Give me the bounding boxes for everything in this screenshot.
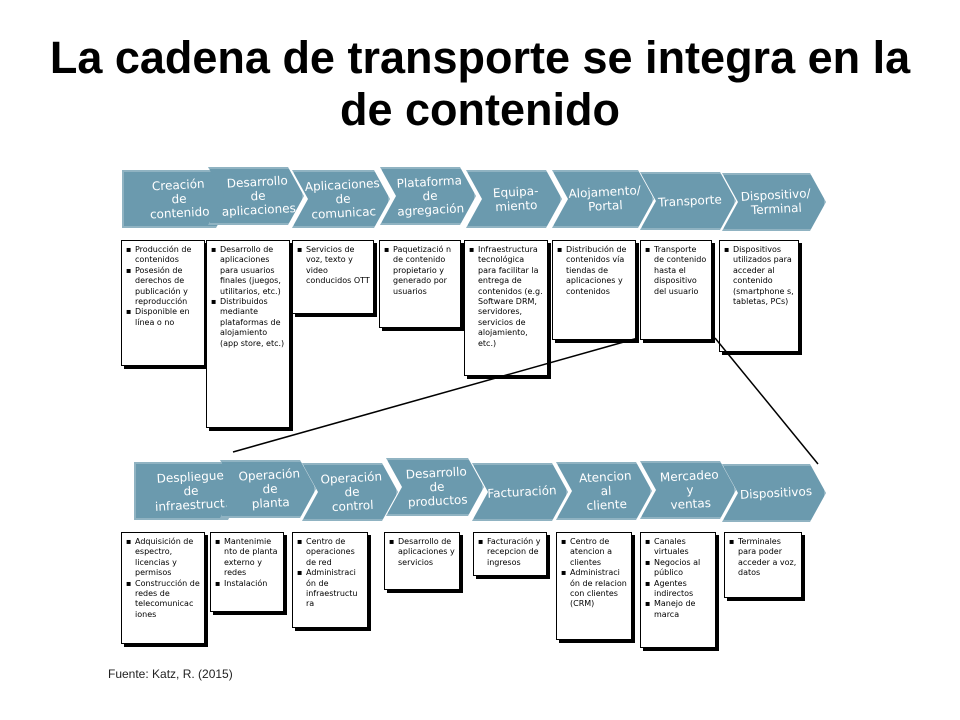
list-item: Instalación	[215, 579, 280, 590]
stage-atencion-cliente: Atencion al cliente	[556, 462, 652, 520]
connector-line-right	[714, 337, 819, 465]
stage-aplicaciones-comunicacion: Aplicaciones de comunicac	[292, 170, 390, 228]
stage-dispositivo-terminal: Dispositivo/ Terminal	[722, 173, 826, 231]
description-box: Adquisición de espectro, licencias y per…	[121, 532, 205, 644]
description-box: Distribución de contenidos vía tiendas d…	[552, 240, 636, 340]
stage-alojamiento-portal: Alojamento/ Portal	[552, 170, 654, 228]
stage-label: Atencion al cliente	[578, 468, 632, 514]
list-item: Construcción de redes de telecomunicac i…	[126, 579, 201, 621]
stage-operacion-control: Operación de control	[302, 463, 398, 521]
description-box: Centro de atencion a clientes Administra…	[556, 532, 632, 640]
stage-label: Operación de planta	[238, 466, 301, 511]
list-item: Canales virtuales	[645, 537, 712, 558]
list-item: Servicios de voz, texto y video conducid…	[297, 245, 370, 287]
stage-desarrollo-productos: Desarrollo de productos	[386, 458, 484, 516]
description-box: Desarrollo de aplicaciones y servicios	[384, 532, 460, 590]
list-item: Paquetizació n de contenido propietario …	[384, 245, 457, 297]
stage-equipamiento: Equipa- miento	[466, 170, 562, 228]
stage-label: Facturación	[487, 483, 557, 501]
list-item: Distribuidos mediante plataformas de alo…	[211, 297, 286, 349]
list-item: Mantenimie nto de planta externo y redes	[215, 537, 280, 579]
list-item: Adquisición de espectro, licencias y per…	[126, 537, 201, 579]
stage-plataforma-agregacion: Plataforma de agregación	[380, 167, 476, 225]
list-item: Facturación y recepcion de ingresos	[478, 537, 543, 568]
stage-transporte: Transporte	[640, 172, 736, 230]
list-item: Administraci ón de relacion con clientes…	[561, 568, 628, 610]
description-box: Centro de operaciones de red Administrac…	[292, 532, 368, 628]
list-item: Disponible en línea o no	[126, 307, 201, 328]
stage-facturacion: Facturación	[472, 463, 568, 521]
stage-operacion-planta: Operación de planta	[220, 460, 316, 518]
description-box: Canales virtuales Negocios al público Ag…	[640, 532, 716, 648]
list-item: Infraestructura tecnológica para facilit…	[469, 245, 544, 349]
list-item: Producción de contenidos	[126, 245, 201, 266]
source-note: Fuente: Katz, R. (2015)	[108, 667, 233, 681]
description-box: Dispositivos utilizados para acceder al …	[719, 240, 799, 352]
list-item: Posesión de derechos de publicación y re…	[126, 266, 201, 308]
list-item: Terminales para poder acceder a voz, dat…	[729, 537, 798, 579]
list-item: Agentes indirectos	[645, 579, 712, 600]
list-item: Desarrollo de aplicaciones y servicios	[389, 537, 456, 568]
stage-label: Despliegue de infraestruct.	[154, 468, 229, 514]
stage-label: Operación de control	[320, 469, 383, 515]
description-box: Transporte de contenido hasta el disposi…	[640, 240, 712, 340]
list-item: Dispositivos utilizados para acceder al …	[724, 245, 795, 307]
description-box: Desarrollo de aplicaciones para usuarios…	[206, 240, 290, 428]
description-box: Infraestructura tecnológica para facilit…	[464, 240, 548, 376]
list-item: Transporte de contenido hasta el disposi…	[645, 245, 708, 297]
stage-dispositivos: Dispositivos	[722, 464, 826, 522]
stage-label: Desarrollo de productos	[405, 464, 468, 510]
description-box: Producción de contenidos Posesión de der…	[121, 240, 205, 366]
list-item: Distribución de contenidos vía tiendas d…	[557, 245, 632, 297]
description-box: Mantenimie nto de planta externo y redes…	[210, 532, 284, 612]
connector-line-left	[232, 337, 639, 453]
list-item: Centro de atencion a clientes	[561, 537, 628, 568]
stage-label: Dispositivos	[739, 484, 813, 502]
description-box: Paquetizació n de contenido propietario …	[379, 240, 461, 328]
list-item: Negocios al público	[645, 558, 712, 579]
list-item: Centro de operaciones de red	[297, 537, 364, 568]
stage-mercadeo-ventas: Mercadeo y ventas	[640, 461, 736, 519]
stage-label: Mercadeo y ventas	[659, 467, 719, 513]
stage-desarrollo-aplicaciones: Desarrollo de aplicaciones	[208, 167, 304, 225]
list-item: Manejo de marca	[645, 599, 712, 620]
list-item: Desarrollo de aplicaciones para usuarios…	[211, 245, 286, 297]
list-item: Administraci ón de infraestructu ra	[297, 568, 364, 610]
page-title: La cadena de transporte se integra en la…	[49, 32, 911, 135]
description-box: Terminales para poder acceder a voz, dat…	[724, 532, 802, 598]
description-box: Servicios de voz, texto y video conducid…	[292, 240, 374, 314]
description-box: Facturación y recepcion de ingresos	[473, 532, 547, 576]
